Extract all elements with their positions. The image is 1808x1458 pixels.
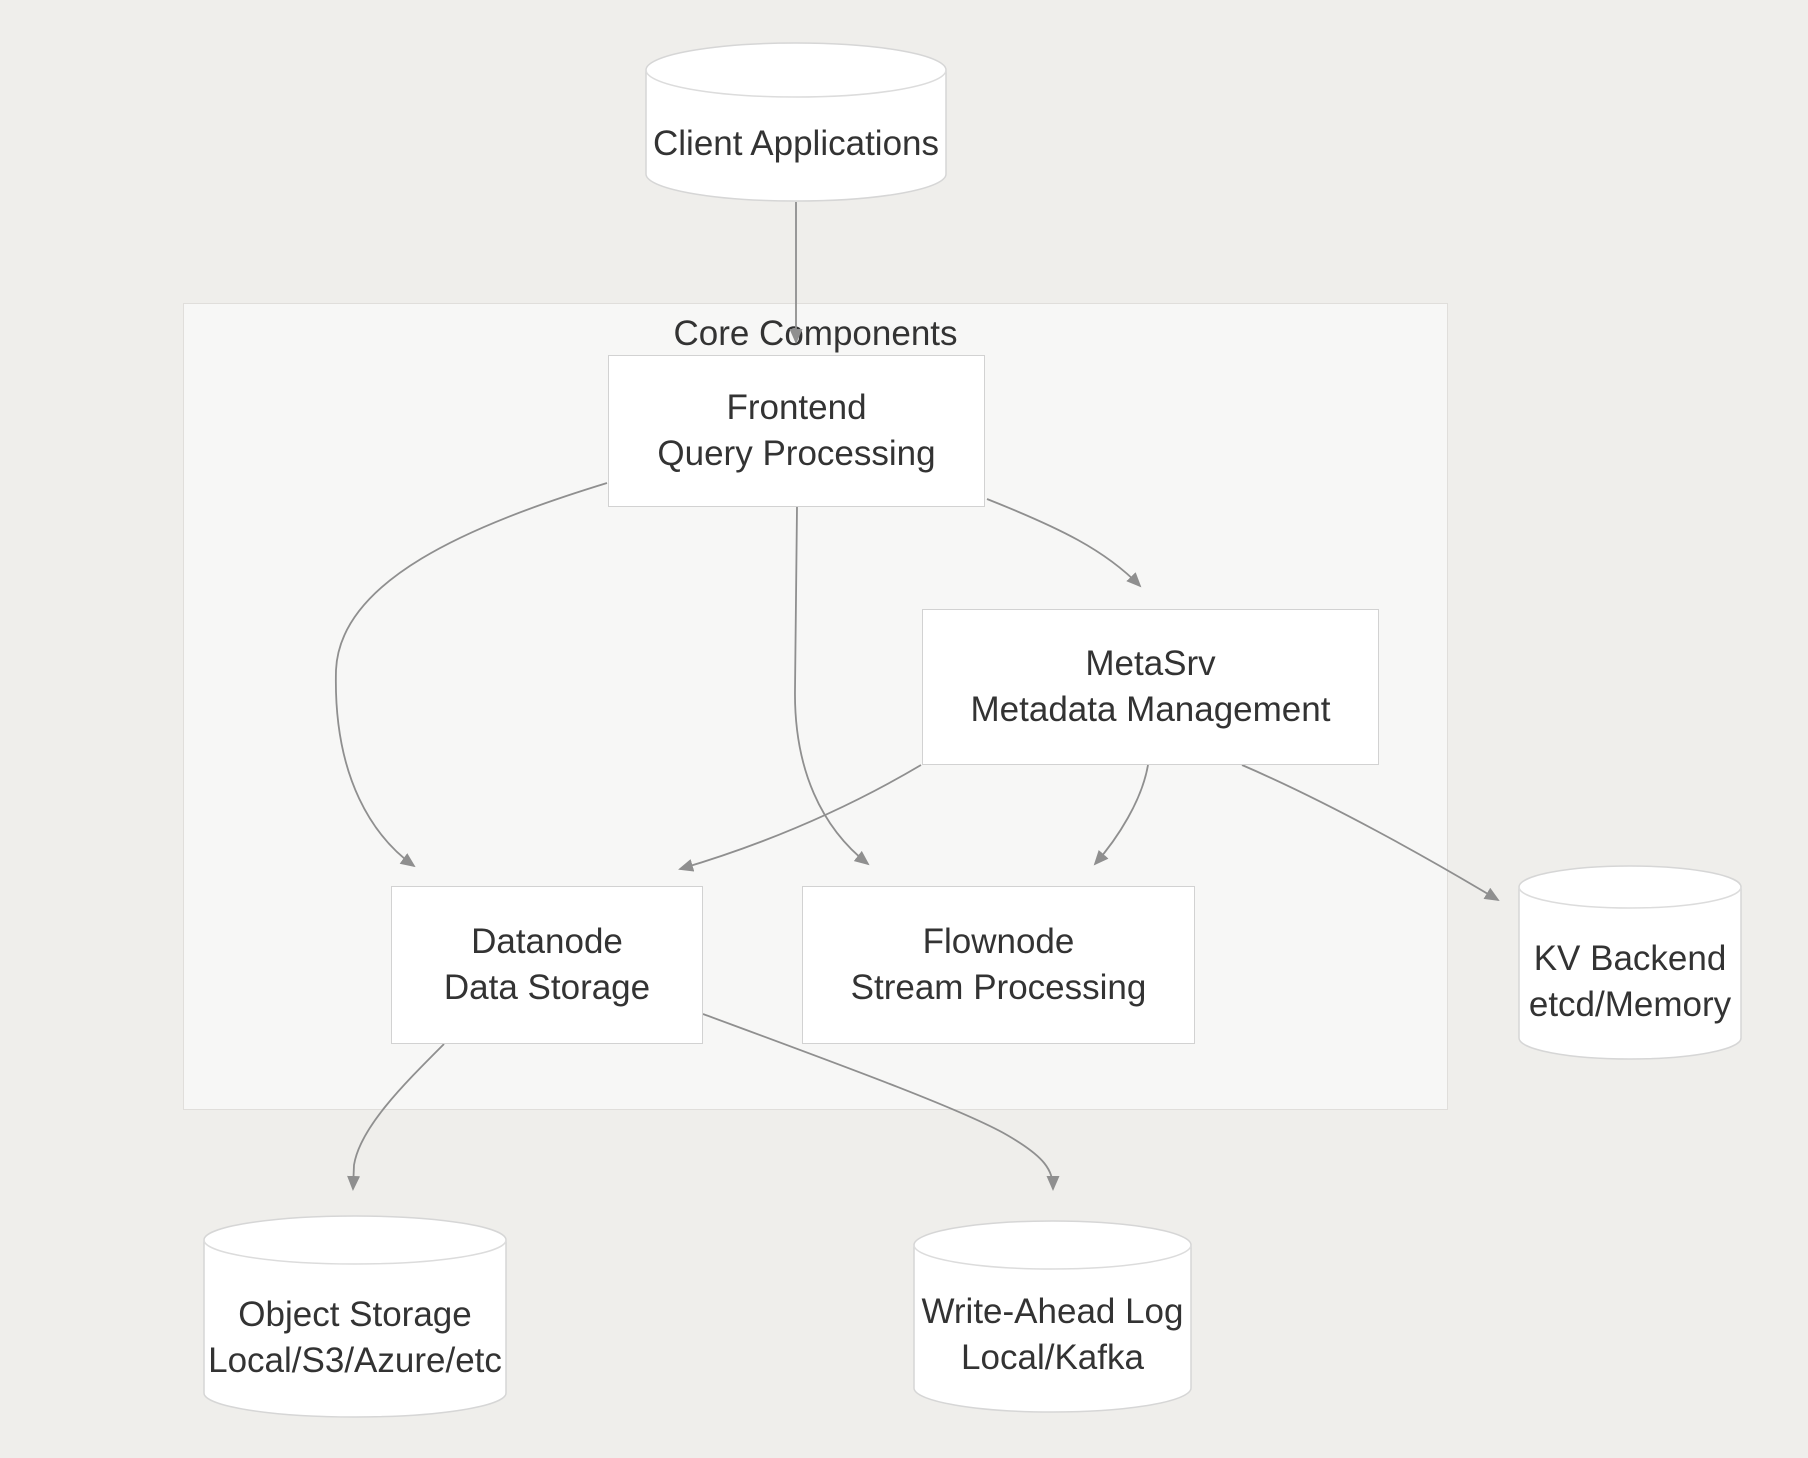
node-sublabel: Data Storage (443, 968, 651, 1007)
node-label: Flownode (922, 922, 1075, 961)
cylinder-shape (913, 1220, 1192, 1413)
node-client-applications: Client Applications (645, 42, 947, 202)
node-object-storage: Object Storage Local/S3/Azure/etc (203, 1215, 507, 1418)
node-sublabel: Metadata Management (970, 690, 1331, 729)
cylinder-shape (1518, 865, 1742, 1060)
cylinder-shape (203, 1215, 507, 1418)
node-sublabel: etcd/Memory (1528, 985, 1732, 1024)
node-label: MetaSrv (1085, 644, 1216, 683)
node-label: Datanode (471, 922, 623, 961)
node-label: Client Applications (653, 124, 939, 163)
node-sublabel: Stream Processing (850, 968, 1147, 1007)
node-datanode: Datanode Data Storage (391, 886, 703, 1044)
node-flownode: Flownode Stream Processing (802, 886, 1195, 1044)
cylinder-shape (645, 42, 947, 202)
node-metasrv: MetaSrv Metadata Management (922, 609, 1379, 765)
node-sublabel: Local/Kafka (961, 1338, 1144, 1377)
node-write-ahead-log: Write-Ahead Log Local/Kafka (913, 1220, 1192, 1413)
core-components-label: Core Components (673, 314, 958, 353)
node-kv-backend: KV Backend etcd/Memory (1518, 865, 1742, 1060)
node-label: Frontend (726, 388, 867, 427)
node-sublabel: Query Processing (657, 434, 936, 473)
node-label: Object Storage (238, 1295, 472, 1334)
node-sublabel: Local/S3/Azure/etc (208, 1341, 502, 1380)
node-label: Write-Ahead Log (921, 1292, 1184, 1331)
node-frontend: Frontend Query Processing (608, 355, 985, 507)
node-label: KV Backend (1533, 939, 1727, 978)
